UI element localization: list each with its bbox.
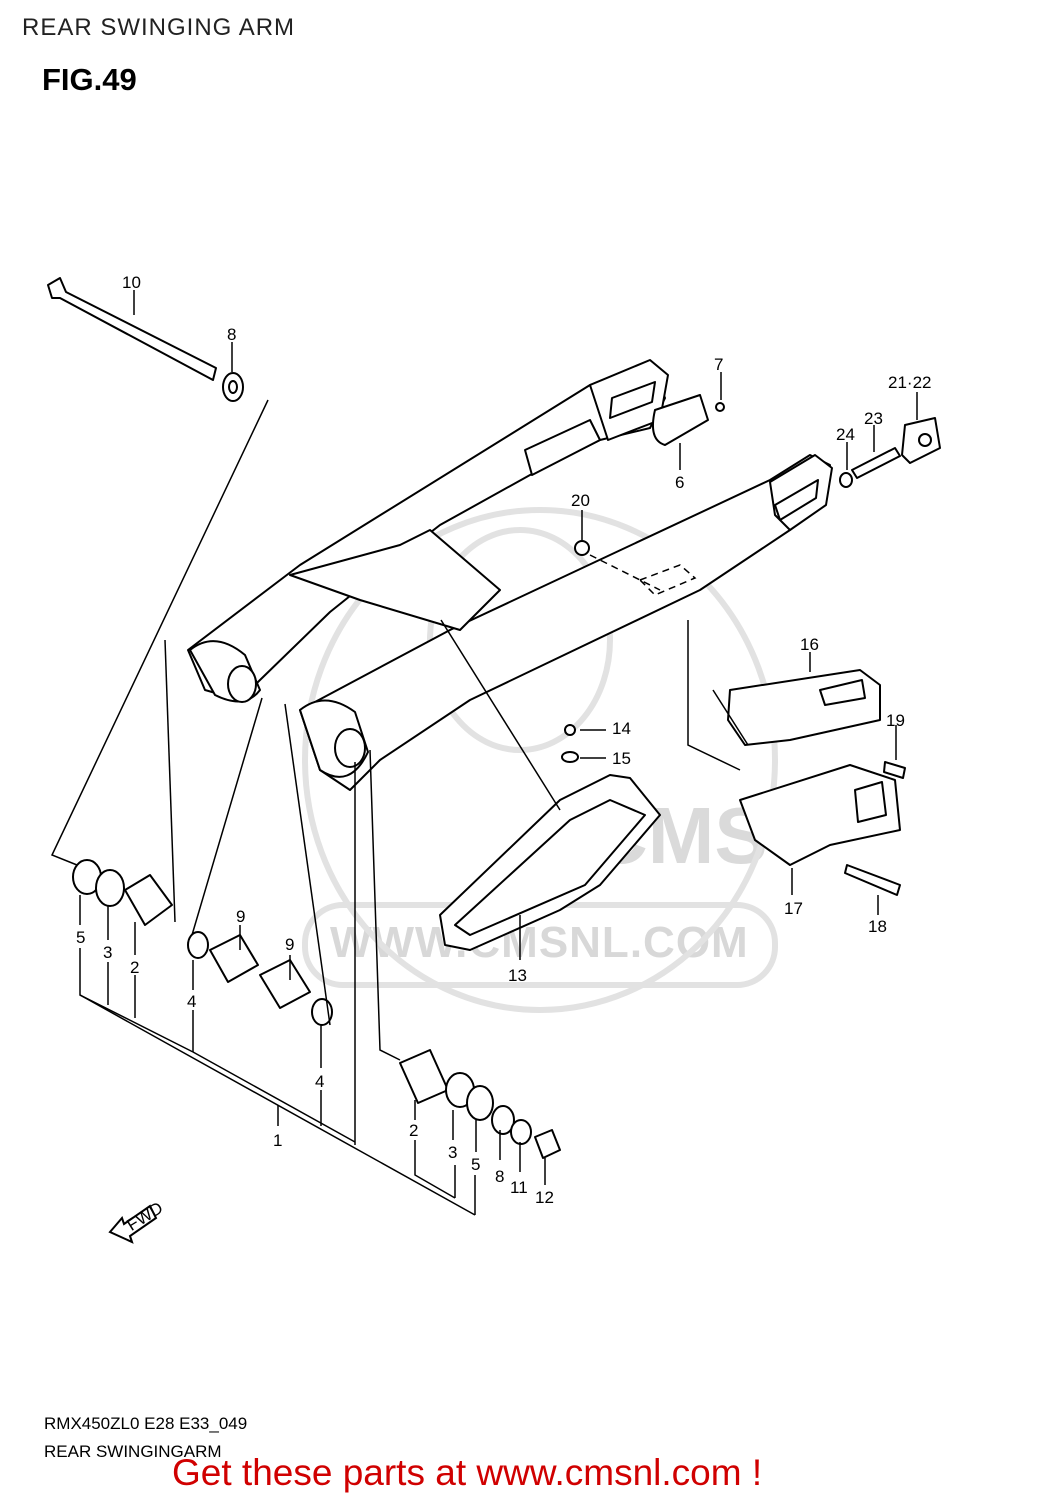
callout-15: 15 — [612, 749, 631, 768]
callout-9a: 9 — [236, 907, 245, 926]
callout-17: 17 — [784, 899, 803, 918]
model-code: RMX450ZL0 E28 E33_049 — [44, 1414, 248, 1433]
callout-18: 18 — [868, 917, 887, 936]
callout-5a: 5 — [76, 928, 85, 947]
part-14-screw — [564, 724, 576, 736]
callout-numbers: 10 8 7 21·22 23 24 6 20 16 19 14 15 17 1… — [76, 273, 931, 1207]
callout-16: 16 — [800, 635, 819, 654]
callout-8b: 8 — [495, 1167, 504, 1186]
part-2-bearing-right — [399, 1049, 449, 1104]
part-3-bearing-left — [95, 869, 125, 907]
callout-21-22: 21·22 — [888, 373, 931, 392]
part-15-washer — [561, 751, 579, 763]
part-6-plate — [652, 394, 709, 446]
callout-14: 14 — [612, 719, 631, 738]
part-12-nut — [534, 1129, 561, 1159]
callout-4b: 4 — [315, 1072, 324, 1091]
callout-8: 8 — [227, 325, 236, 344]
callout-3a: 3 — [103, 943, 112, 962]
swingarm-cross-member — [289, 529, 501, 631]
pivot-bore-right — [334, 728, 366, 768]
callout-19: 19 — [886, 711, 905, 730]
part-18-bolt — [844, 864, 901, 896]
callout-20: 20 — [571, 491, 590, 510]
callout-9b: 9 — [285, 935, 294, 954]
part-7-bolt — [715, 402, 725, 412]
part-24-washer — [839, 472, 853, 488]
callout-12: 12 — [535, 1188, 554, 1207]
callout-3b: 3 — [448, 1143, 457, 1162]
part-20-nut — [574, 540, 590, 556]
part-11-washer — [510, 1119, 532, 1145]
part-9-collar-b — [259, 959, 311, 1009]
callout-24: 24 — [836, 425, 855, 444]
part-9-collar-a — [209, 934, 259, 983]
part-19-bolt — [883, 761, 906, 779]
callout-4a: 4 — [187, 992, 196, 1011]
part-2-bearing-left — [124, 874, 173, 926]
callout-13: 13 — [508, 966, 527, 985]
svg-text:FWD: FWD — [123, 1198, 166, 1235]
pivot-bore-left — [227, 665, 257, 703]
part-23-bolt — [851, 447, 901, 479]
part-5-seal-right — [466, 1085, 494, 1121]
callout-6: 6 — [675, 473, 684, 492]
part-10-pivot-bolt — [47, 277, 217, 381]
callout-2b: 2 — [409, 1121, 418, 1140]
callout-10: 10 — [122, 273, 141, 292]
callout-7: 7 — [714, 355, 723, 374]
page-title: REAR SWINGING ARM — [22, 14, 296, 41]
callout-2a: 2 — [130, 958, 139, 977]
callout-5b: 5 — [471, 1155, 480, 1174]
promo-link[interactable]: Get these parts at www.cmsnl.com ! — [172, 1452, 763, 1493]
callout-11: 11 — [510, 1178, 528, 1197]
callout-23: 23 — [864, 409, 883, 428]
callout-1: 1 — [273, 1131, 282, 1150]
sub-title: REAR SWINGINGARM — [44, 1442, 222, 1461]
fwd-arrow-icon: FWD — [108, 1198, 166, 1244]
part-8-washer-right — [491, 1105, 515, 1135]
figure-label: FIG.49 — [42, 62, 137, 97]
part-4-spacer-left — [187, 931, 209, 959]
